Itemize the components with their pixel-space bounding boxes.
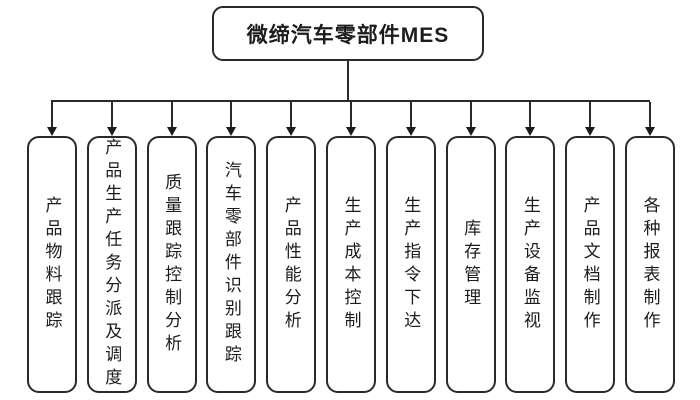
drop-connector-line	[529, 102, 532, 128]
branch-column: 各种报表制作	[624, 102, 675, 393]
branch-column: 产品物料跟踪	[27, 102, 77, 393]
root-node-label: 微缔汽车零部件MES	[246, 23, 450, 47]
arrow-down-icon	[47, 127, 57, 136]
node-label: 产品文档制作	[580, 195, 600, 334]
node-box: 产品文档制作	[565, 136, 616, 393]
arrow-down-icon	[286, 127, 297, 136]
node-box: 生产成本控制	[325, 136, 376, 393]
drop-connector-line	[290, 102, 293, 128]
node-box: 产品性能分析	[266, 136, 317, 393]
branch-column: 生产指令下达	[385, 102, 436, 393]
drop-connector-line	[469, 102, 472, 128]
branch-column: 生产成本控制	[325, 102, 376, 393]
arrow-down-icon	[585, 127, 596, 136]
branch-column: 库存管理	[445, 102, 496, 393]
arrow-down-icon	[345, 127, 356, 136]
drop-connector-line	[409, 102, 412, 128]
arrow-down-icon	[525, 127, 536, 136]
drop-connector-line	[170, 102, 173, 128]
node-box: 产品物料跟踪	[27, 136, 77, 393]
node-box: 生产设备监视	[505, 136, 556, 393]
drop-connector-line	[349, 102, 352, 128]
node-label: 各种报表制作	[640, 195, 660, 334]
node-label: 产品生产任务分派及调度	[102, 138, 122, 391]
node-label: 产品物料跟踪	[42, 195, 62, 334]
drop-connector-line	[51, 102, 53, 128]
node-box: 生产指令下达	[385, 136, 436, 393]
children-row: 产品物料跟踪 产品生产任务分派及调度 质量跟踪控制分析 汽车零部件识别跟踪	[0, 102, 700, 393]
branch-column: 质量跟踪控制分析	[146, 102, 197, 393]
bus-connector-line	[51, 100, 650, 102]
arrow-down-icon	[465, 127, 476, 136]
node-box: 产品生产任务分派及调度	[86, 136, 137, 393]
node-label: 产品性能分析	[281, 195, 301, 334]
node-label: 生产指令下达	[401, 195, 421, 334]
branch-column: 汽车零部件识别跟踪	[206, 102, 257, 393]
node-label: 生产设备监视	[520, 195, 540, 334]
arrow-down-icon	[644, 127, 655, 136]
arrow-down-icon	[405, 127, 416, 136]
arrow-down-icon	[226, 127, 237, 136]
arrow-down-icon	[166, 127, 177, 136]
stem-connector-line	[347, 61, 349, 102]
branch-column: 产品文档制作	[565, 102, 616, 393]
drop-connector-line	[110, 102, 113, 128]
node-box: 汽车零部件识别跟踪	[206, 136, 257, 393]
node-label: 生产成本控制	[341, 195, 361, 334]
branch-column: 产品生产任务分派及调度	[86, 102, 137, 393]
node-label: 库存管理	[461, 218, 481, 311]
node-label: 汽车零部件识别跟踪	[221, 161, 241, 368]
branch-column: 生产设备监视	[505, 102, 556, 393]
arrow-down-icon	[106, 127, 117, 136]
root-node: 微缔汽车零部件MES	[212, 6, 484, 61]
drop-connector-line	[230, 102, 233, 128]
drop-connector-line	[589, 102, 592, 128]
node-label: 质量跟踪控制分析	[162, 172, 182, 357]
node-box: 库存管理	[445, 136, 496, 393]
drop-connector-line	[648, 102, 651, 128]
branch-column: 产品性能分析	[266, 102, 317, 393]
node-box: 质量跟踪控制分析	[146, 136, 197, 393]
node-box: 各种报表制作	[624, 136, 675, 393]
